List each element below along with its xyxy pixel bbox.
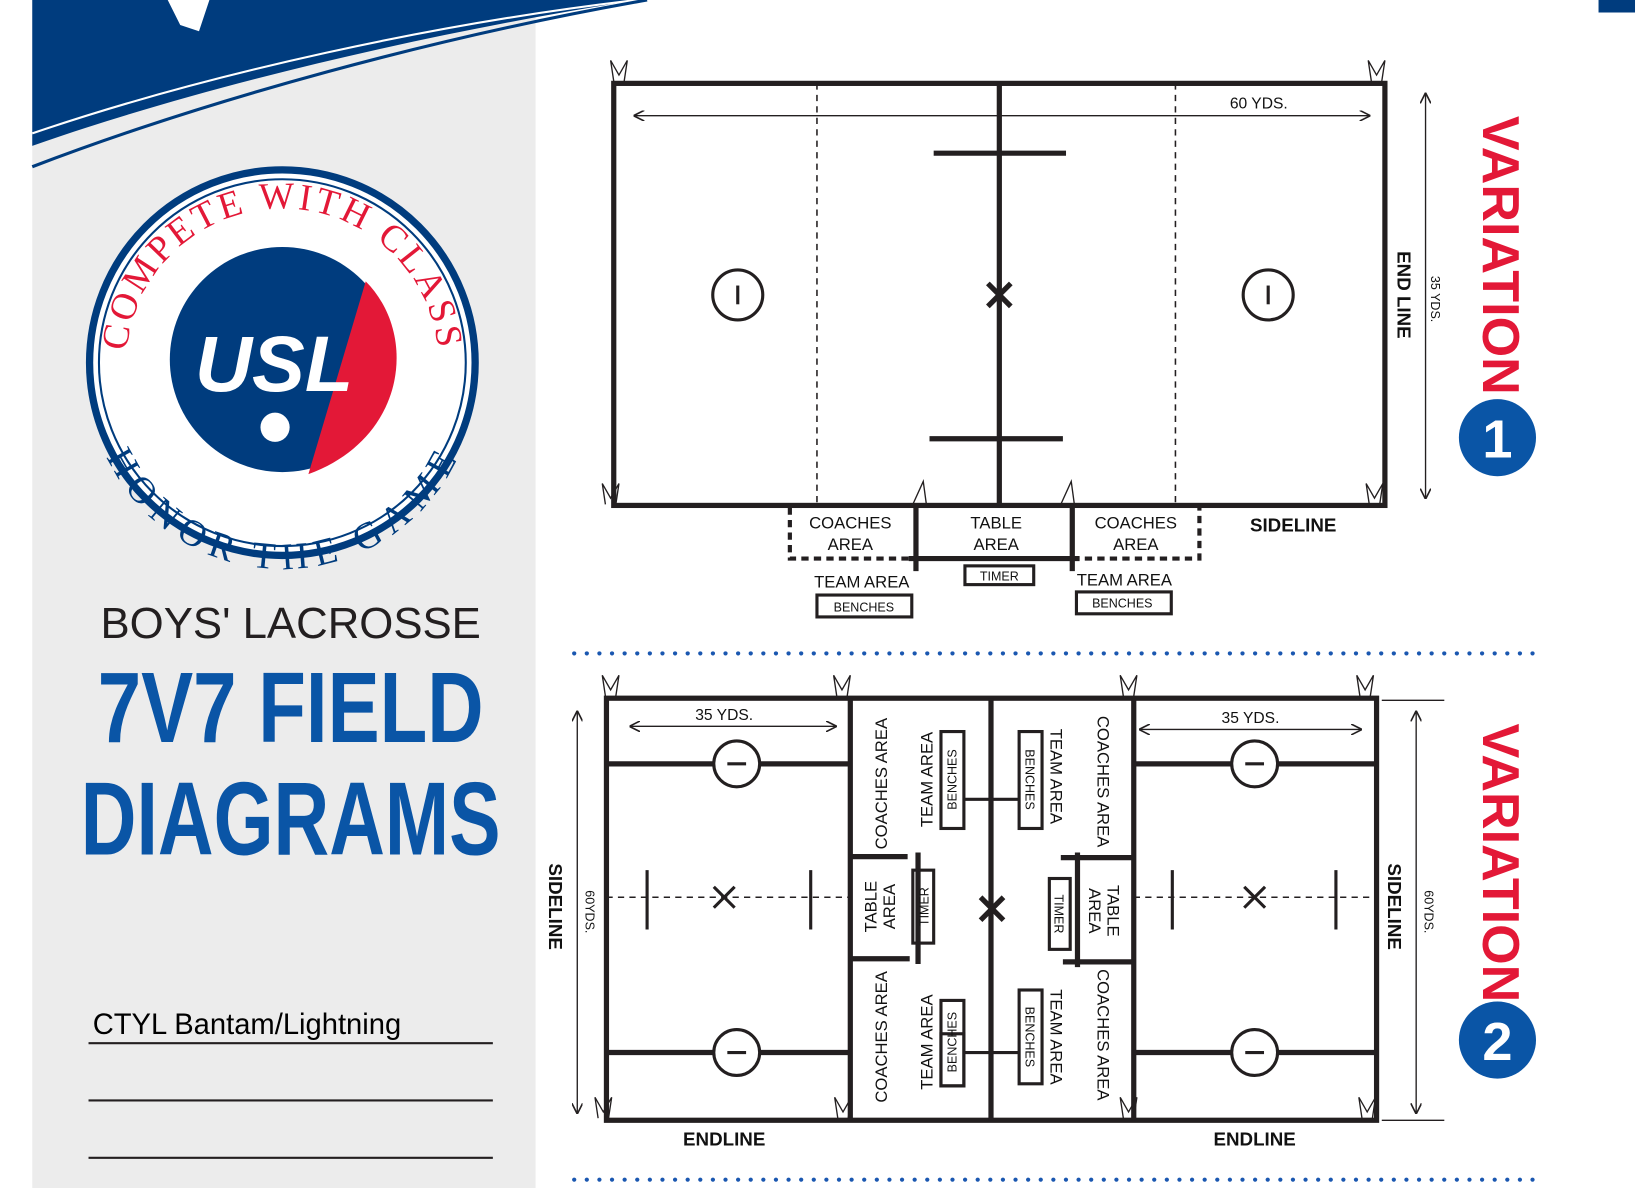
benches-right-label: BENCHES xyxy=(1092,597,1152,611)
variation-2-diagram: 35 YDS. 35 YDS. 60YDS. 60YDS. SIDELINE S… xyxy=(545,674,1537,1149)
length-label-left: 60YDS. xyxy=(583,890,597,933)
sideline-label: SIDELINE xyxy=(1250,514,1336,535)
crease-right xyxy=(1241,268,1295,322)
variation-2-number: 2 xyxy=(1482,1012,1512,1072)
coaches-area-label: COACHES AREA xyxy=(1093,716,1112,848)
faceoff-x xyxy=(986,281,1013,309)
length-label: 60 YDS. xyxy=(1230,95,1288,112)
coaches-area-right-label-2: AREA xyxy=(1113,535,1159,554)
width-label-right: 35 YDS. xyxy=(1222,710,1280,727)
benches-label: BENCHES xyxy=(946,1012,960,1072)
end-line-label: END LINE xyxy=(1393,251,1414,339)
coaches-area-label: COACHES AREA xyxy=(1093,969,1112,1101)
team-area-label: TEAM AREA xyxy=(918,994,937,1090)
variation-1-diagram: 60 YDS. 35 YDS. END LINE SIDELINE COACHE… xyxy=(601,60,1537,619)
variation-1-heading: VARIATION xyxy=(1471,116,1529,395)
sideline-label-left: SIDELINE xyxy=(545,863,566,949)
team-area-left-label: TEAM AREA xyxy=(814,573,910,592)
coaches-area-label: COACHES AREA xyxy=(872,970,891,1102)
timer-label: TIMER xyxy=(1052,894,1066,933)
width-label-left: 35 YDS. xyxy=(695,707,753,724)
benches-label: BENCHES xyxy=(1022,749,1036,809)
timer-label: TIMER xyxy=(980,569,1019,583)
team-name-entry[interactable]: CTYL Bantam/Lightning xyxy=(93,1009,401,1041)
benches-left-label: BENCHES xyxy=(834,601,894,615)
table-area-label: TABLE xyxy=(970,513,1022,532)
variation-1-badge xyxy=(1458,399,1537,477)
sport-subtitle: BOYS' LACROSSE xyxy=(101,599,481,648)
faceoff-x-2 xyxy=(978,895,1006,923)
table-area-label: TABLE xyxy=(1104,885,1123,937)
team-area-label: TEAM AREA xyxy=(1046,729,1065,825)
sideline-label-right: SIDELINE xyxy=(1384,863,1405,949)
variation-2-badge xyxy=(1458,1001,1537,1079)
length-label-right: 60YDS. xyxy=(1422,890,1436,933)
creases-2 xyxy=(712,739,1280,1078)
endline-label-left: ENDLINE xyxy=(683,1128,765,1149)
coaches-area-label: COACHES AREA xyxy=(872,717,891,849)
table-area-label-2: AREA xyxy=(880,883,899,929)
header-swoosh xyxy=(32,0,637,146)
crease-left xyxy=(711,268,765,322)
timer-label: TIMER xyxy=(917,887,931,926)
benches-label: BENCHES xyxy=(1022,1007,1036,1067)
table-area-label-2: AREA xyxy=(1085,888,1104,934)
title-line-2: DIAGRAMS xyxy=(81,761,501,877)
team-area-right-label: TEAM AREA xyxy=(1077,571,1173,590)
coaches-area-right-label: COACHES xyxy=(1095,513,1177,532)
table-area-label: TABLE xyxy=(861,881,880,933)
cover-panel: COMPETE WITH CLASS HONOR THE GAME USL BO… xyxy=(31,0,648,1188)
table-area-label-2: AREA xyxy=(974,535,1020,554)
coaches-area-left-label: COACHES xyxy=(809,513,891,532)
goal-markers xyxy=(601,60,1386,505)
title-line-1: 7V7 FIELD xyxy=(98,653,484,765)
coaches-area-left-label-2: AREA xyxy=(828,535,874,554)
table-area-box xyxy=(908,507,1080,572)
width-label: 35 YDS. xyxy=(1428,276,1442,322)
team-area-label: TEAM AREA xyxy=(918,731,937,827)
benches-label: BENCHES xyxy=(946,749,960,809)
team-area-label: TEAM AREA xyxy=(1046,989,1065,1085)
variation-1-number: 1 xyxy=(1482,409,1512,469)
logo-usl-text: USL xyxy=(195,319,353,408)
endline-label-right: ENDLINE xyxy=(1213,1128,1295,1149)
goal-markers-2 xyxy=(594,674,1377,1119)
variation-2-heading: VARIATION xyxy=(1471,723,1529,1002)
